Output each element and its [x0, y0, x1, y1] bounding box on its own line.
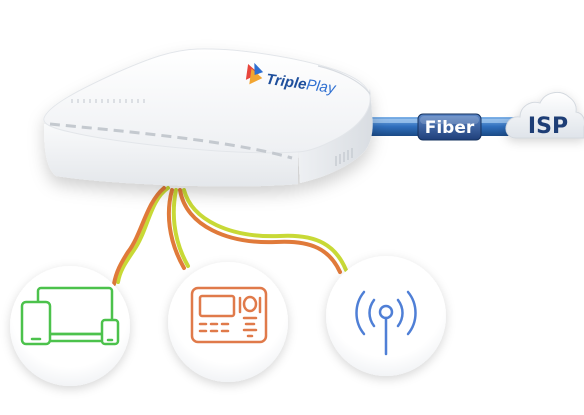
- devices-node: [10, 266, 130, 386]
- logo-mark-icon: [245, 62, 264, 85]
- wireless-antenna-icon: [355, 290, 417, 356]
- router: [43, 48, 373, 187]
- side-vent-slots: [335, 148, 353, 166]
- brand-play: Play: [305, 76, 338, 97]
- brand-triple: Triple: [265, 71, 308, 93]
- terminal-node: [168, 262, 288, 382]
- antenna-node: [326, 256, 446, 376]
- isp-label: ISP: [528, 114, 568, 139]
- cloud-icon: [505, 91, 584, 139]
- devices-icon: [20, 286, 120, 346]
- triple-play-logo: TriplePlay: [245, 62, 338, 98]
- time-clock-terminal-icon: [190, 286, 268, 344]
- ethernet-cables: [112, 186, 348, 286]
- fiber-label: Fiber: [425, 118, 475, 138]
- vent-slots: [71, 99, 145, 103]
- svg-text:TriplePlay: TriplePlay: [265, 71, 338, 98]
- fiber-badge: Fiber: [417, 113, 482, 141]
